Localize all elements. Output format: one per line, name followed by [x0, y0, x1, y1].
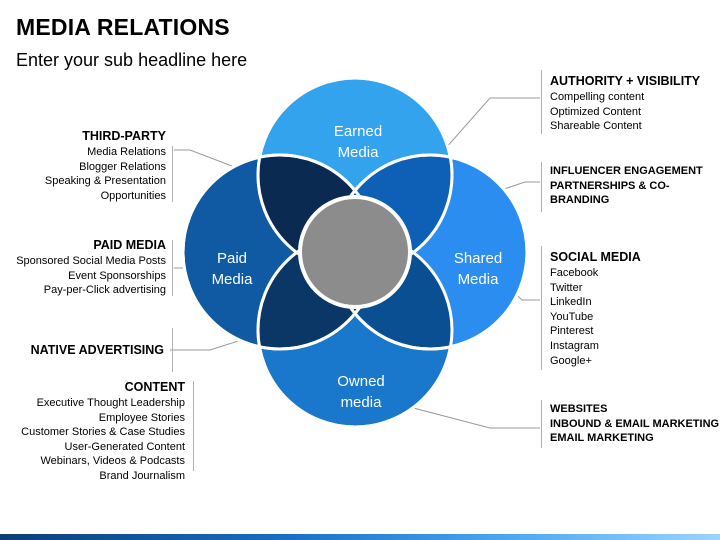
list-item: Event Sponsorships — [68, 269, 166, 282]
bottom-accent-bar — [0, 534, 720, 540]
list-item: BRANDING — [550, 194, 610, 207]
authority-visibility-block: AUTHORITY + VISIBILITY Compelling conten… — [550, 73, 700, 134]
page-subtitle: Enter your sub headline here — [16, 50, 248, 70]
divider — [541, 400, 542, 448]
divider — [541, 70, 542, 134]
social-media-heading: SOCIAL MEDIA — [550, 250, 641, 264]
paid-media-block: PAID MEDIA Sponsored Social Media Posts … — [16, 237, 166, 298]
list-item: Executive Thought Leadership — [36, 397, 185, 409]
owned-label-1: Owned — [337, 373, 385, 390]
list-item: Shareable Content — [550, 120, 642, 133]
paid-label-1: Paid — [217, 250, 247, 267]
list-item: Blogger Relations — [79, 160, 166, 173]
owned-label-2: media — [341, 394, 383, 411]
content-heading: CONTENT — [124, 380, 185, 394]
list-item: Customer Stories & Case Studies — [21, 426, 185, 439]
content-block: CONTENT Executive Thought Leadership Emp… — [21, 379, 185, 484]
list-item: Sponsored Social Media Posts — [16, 255, 166, 267]
list-item: User-Generated Content — [64, 440, 185, 453]
third-party-block: THIRD-PARTY Media Relations Blogger Rela… — [45, 128, 166, 203]
list-item: Pinterest — [550, 325, 594, 338]
list-item: Speaking & Presentation — [44, 175, 166, 188]
native-advertising-heading: NATIVE ADVERTISING — [30, 343, 164, 357]
third-party-heading: THIRD-PARTY — [82, 129, 166, 143]
list-item: Facebook — [550, 267, 599, 279]
list-item: Webinars, Videos & Podcasts — [40, 455, 185, 468]
divider — [172, 146, 173, 202]
list-item: WEBSITES — [550, 403, 608, 415]
earned-label-2: Media — [338, 144, 380, 161]
divider — [541, 246, 542, 370]
shared-label-2: Media — [458, 271, 500, 288]
earned-label-1: Earned — [334, 123, 382, 140]
authority-visibility-heading: AUTHORITY + VISIBILITY — [550, 74, 701, 88]
list-item: LinkedIn — [550, 296, 592, 309]
list-item: Media Relations — [87, 146, 166, 158]
websites-block: WEBSITES INBOUND & EMAIL MARKETING EMAIL… — [550, 402, 719, 446]
influencer-block: INFLUENCER ENGAGEMENT PARTNERSHIPS & CO-… — [550, 164, 703, 208]
list-item: INFLUENCER ENGAGEMENT — [550, 165, 703, 177]
divider — [172, 240, 173, 296]
divider — [541, 162, 542, 212]
list-item: Google+ — [550, 354, 592, 367]
list-item: Pay-per-Click advertising — [43, 284, 166, 297]
list-item: YouTube — [550, 310, 594, 323]
shared-label-1: Shared — [454, 250, 502, 267]
list-item: Brand Journalism — [99, 469, 185, 482]
list-item: Compelling content — [550, 91, 645, 103]
divider — [172, 328, 173, 372]
list-item: Optimized Content — [550, 105, 642, 118]
list-item: PARTNERSHIPS & CO- — [550, 179, 670, 192]
list-item: Employee Stories — [98, 411, 185, 424]
paid-media-heading: PAID MEDIA — [93, 238, 166, 252]
divider — [193, 381, 194, 471]
social-media-block: SOCIAL MEDIA Facebook Twitter LinkedIn Y… — [550, 249, 641, 368]
list-item: INBOUND & EMAIL MARKETING — [550, 417, 720, 430]
list-item: Opportunities — [100, 189, 166, 202]
page-title: MEDIA RELATIONS — [16, 14, 230, 40]
native-advertising-block: NATIVE ADVERTISING — [31, 342, 164, 359]
list-item: EMAIL MARKETING — [550, 432, 654, 445]
list-item: Instagram — [550, 339, 599, 352]
list-item: Twitter — [550, 281, 583, 294]
center-circle — [298, 195, 412, 309]
paid-label-2: Media — [212, 271, 254, 288]
